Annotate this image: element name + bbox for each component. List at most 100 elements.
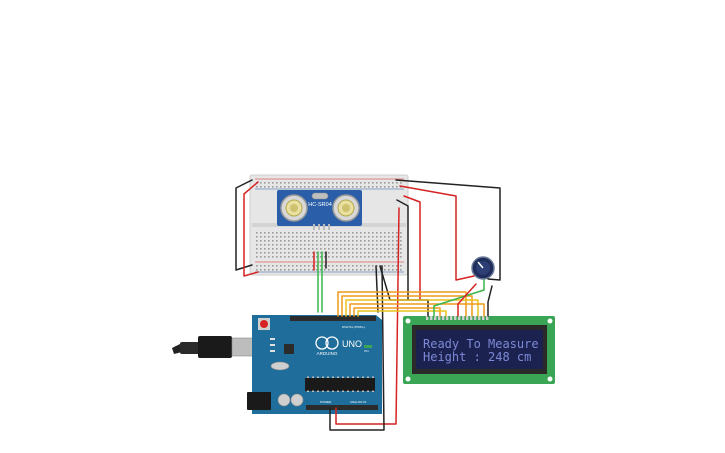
breadboard-hole [356,244,358,246]
breadboard-hole [324,248,326,250]
breadboard-hole [376,240,378,242]
breadboard-hole [324,182,326,184]
breadboard-hole [340,186,342,188]
lcd-pin [466,316,469,320]
breadboard-hole [340,252,342,254]
breadboard-hole [372,244,374,246]
breadboard-hole [348,186,350,188]
wire-black-lcd [396,199,409,301]
breadboard-hole [396,186,398,188]
breadboard-hole [368,256,370,258]
breadboard-hole [340,240,342,242]
breadboard-hole [364,269,366,271]
lcd-line-1: Ready To Measure [423,337,539,351]
breadboard-hole [280,265,282,267]
breadboard-hole [264,182,266,184]
breadboard-hole [256,244,258,246]
breadboard-hole [400,265,402,267]
breadboard-hole [316,182,318,184]
potentiometer-icon[interactable] [471,256,495,280]
breadboard-hole [352,256,354,258]
breadboard-hole [348,244,350,246]
breadboard-hole [256,232,258,234]
breadboard-hole [304,182,306,184]
mcu-pin [347,390,349,392]
breadboard-hole [384,232,386,234]
breadboard-hole [372,265,374,267]
breadboard-hole [340,265,342,267]
breadboard-hole [292,269,294,271]
breadboard-hole [272,182,274,184]
lcd-pin [434,316,437,320]
breadboard-hole [268,265,270,267]
mcu-pin [337,376,339,378]
breadboard-hole [304,232,306,234]
breadboard-hole [260,232,262,234]
breadboard-hole [300,186,302,188]
breadboard-hole [356,236,358,238]
breadboard-hole [260,248,262,250]
breadboard-hole [392,186,394,188]
breadboard-hole [388,248,390,250]
breadboard-hole [284,248,286,250]
wires[interactable] [235,179,501,431]
breadboard-hole [336,232,338,234]
breadboard-hole [276,182,278,184]
breadboard-hole [356,186,358,188]
breadboard-hole [312,186,314,188]
breadboard-hole [268,269,270,271]
mcu-pin [312,390,314,392]
breadboard-hole [348,248,350,250]
breadboard-hole [340,269,342,271]
breadboard-hole [376,182,378,184]
breadboard-hole [264,256,266,258]
breadboard-hole [292,236,294,238]
breadboard-hole [264,186,266,188]
mcu-pin [352,376,354,378]
breadboard-hole [292,182,294,184]
breadboard-hole [376,256,378,258]
ultrasonic-sensor[interactable]: HC-SR04 [277,190,362,230]
breadboard-hole [312,265,314,267]
breadboard-hole [288,252,290,254]
mcu-pins [307,376,374,392]
breadboard-hole [320,256,322,258]
breadboard-hole [364,265,366,267]
breadboard-hole [348,265,350,267]
lcd-display[interactable]: Ready To Measure Height : 248 cm [403,316,555,384]
breadboard-hole [392,265,394,267]
breadboard-hole [260,244,262,246]
breadboard-hole [344,269,346,271]
breadboard-hole [296,186,298,188]
breadboard-hole [288,248,290,250]
breadboard-hole [268,236,270,238]
breadboard-hole [352,236,354,238]
breadboard-hole [288,269,290,271]
breadboard-hole [348,232,350,234]
lcd-pin [458,316,461,320]
breadboard-hole [352,244,354,246]
breadboard-hole [380,186,382,188]
wire-bus-4 [349,303,485,317]
arduino-uno[interactable]: ARDUINO UNO DIGITAL (PWM~) POWER ANALOG … [172,315,382,414]
breadboard-hole [384,182,386,184]
breadboard-hole [336,248,338,250]
breadboard-hole [380,252,382,254]
breadboard-hole [396,232,398,234]
breadboard-hole [332,256,334,258]
breadboard-hole [352,232,354,234]
breadboard-hole [280,269,282,271]
breadboard-hole [272,232,274,234]
breadboard-hole [340,232,342,234]
breadboard-hole [384,240,386,242]
mcu-pin [307,376,309,378]
breadboard-hole [256,236,258,238]
breadboard-hole [284,232,286,234]
breadboard-hole [324,244,326,246]
arduino-logo-text: ARDUINO [317,351,338,356]
breadboard-hole [352,240,354,242]
reset-button-icon[interactable] [258,318,270,330]
breadboard-hole [304,252,306,254]
breadboard-hole [376,186,378,188]
